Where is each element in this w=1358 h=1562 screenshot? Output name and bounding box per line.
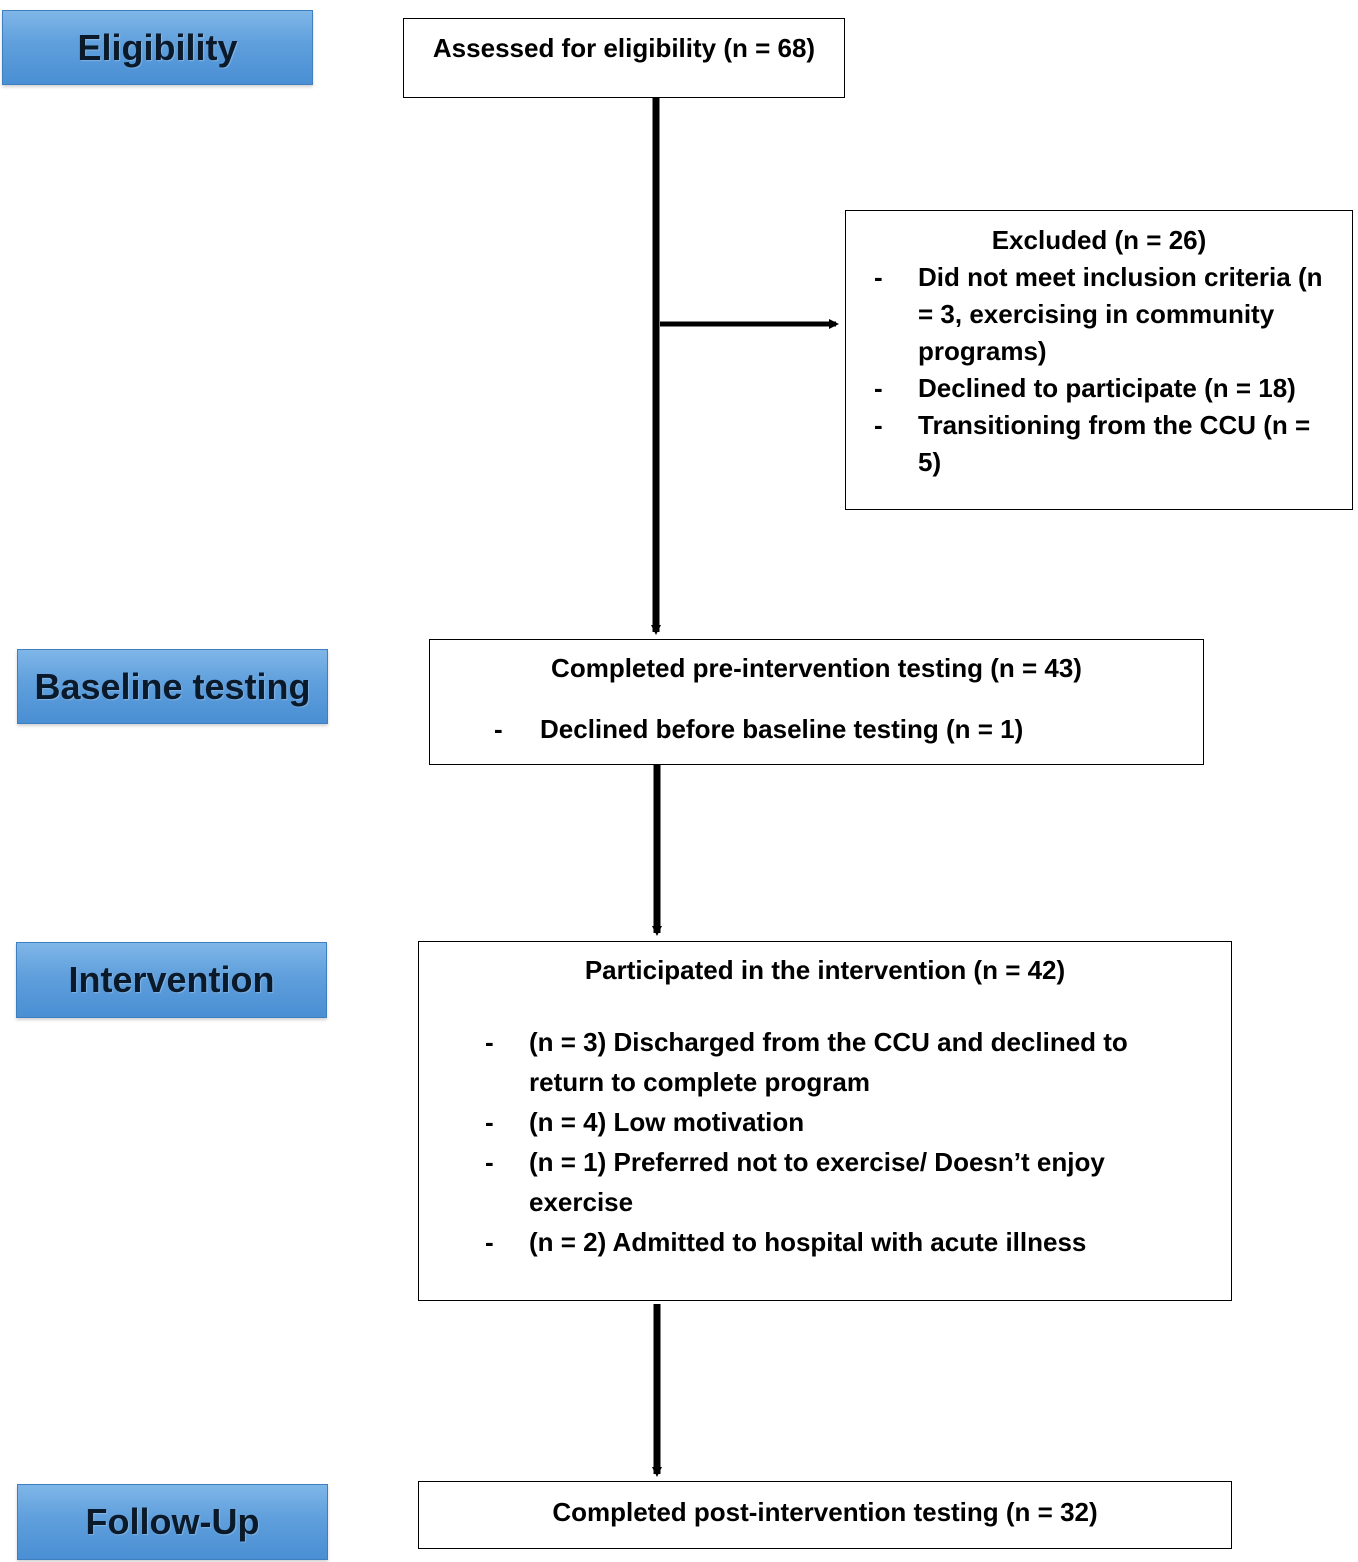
excluded-list: - Did not meet inclusion criteria (n = 3… [846,259,1352,481]
excluded-heading: Excluded (n = 26) [991,225,1207,255]
followup-text: Completed post-intervention testing (n =… [552,1497,1098,1527]
stage-baseline: Baseline testing [17,649,328,724]
stage-eligibility: Eligibility [2,10,313,85]
stage-baseline-label: Baseline testing [34,665,311,707]
followup-box: Completed post-intervention testing (n =… [418,1481,1232,1549]
list-item: - (n = 4) Low motivation [485,1107,805,1137]
list-item: - (n = 1) Preferred not to exercise/ Doe… [485,1147,1105,1217]
list-item: - (n = 3) Discharged from the CCU and de… [485,1027,1128,1097]
baseline-heading: Completed pre-intervention testing (n = … [551,653,1082,683]
stage-followup: Follow-Up [17,1484,328,1560]
stage-intervention-label: Intervention [68,959,275,1000]
list-item: - Declined to participate (n = 18) [874,373,1296,403]
baseline-box: Completed pre-intervention testing (n = … [429,639,1204,765]
baseline-list: - Declined before baseline testing (n = … [430,711,1203,748]
assessed-box: Assessed for eligibility (n = 68) [403,18,845,98]
excluded-box: Excluded (n = 26) - Did not meet inclusi… [845,210,1353,510]
list-item: - (n = 2) Admitted to hospital with acut… [485,1227,1087,1257]
assessed-text: Assessed for eligibility (n = 68) [432,33,816,63]
stage-intervention: Intervention [16,942,327,1018]
list-item: - Did not meet inclusion criteria (n = 3… [874,262,1323,366]
intervention-list: - (n = 3) Discharged from the CCU and de… [419,1022,1231,1262]
stage-eligibility-label: Eligibility [77,26,238,68]
stage-followup-label: Follow-Up [85,1501,260,1542]
list-item: - Declined before baseline testing (n = … [494,714,1024,744]
list-item: - Transitioning from the CCU (n = 5) [874,410,1311,477]
intervention-heading: Participated in the intervention (n = 42… [584,955,1066,985]
intervention-box: Participated in the intervention (n = 42… [418,941,1232,1301]
